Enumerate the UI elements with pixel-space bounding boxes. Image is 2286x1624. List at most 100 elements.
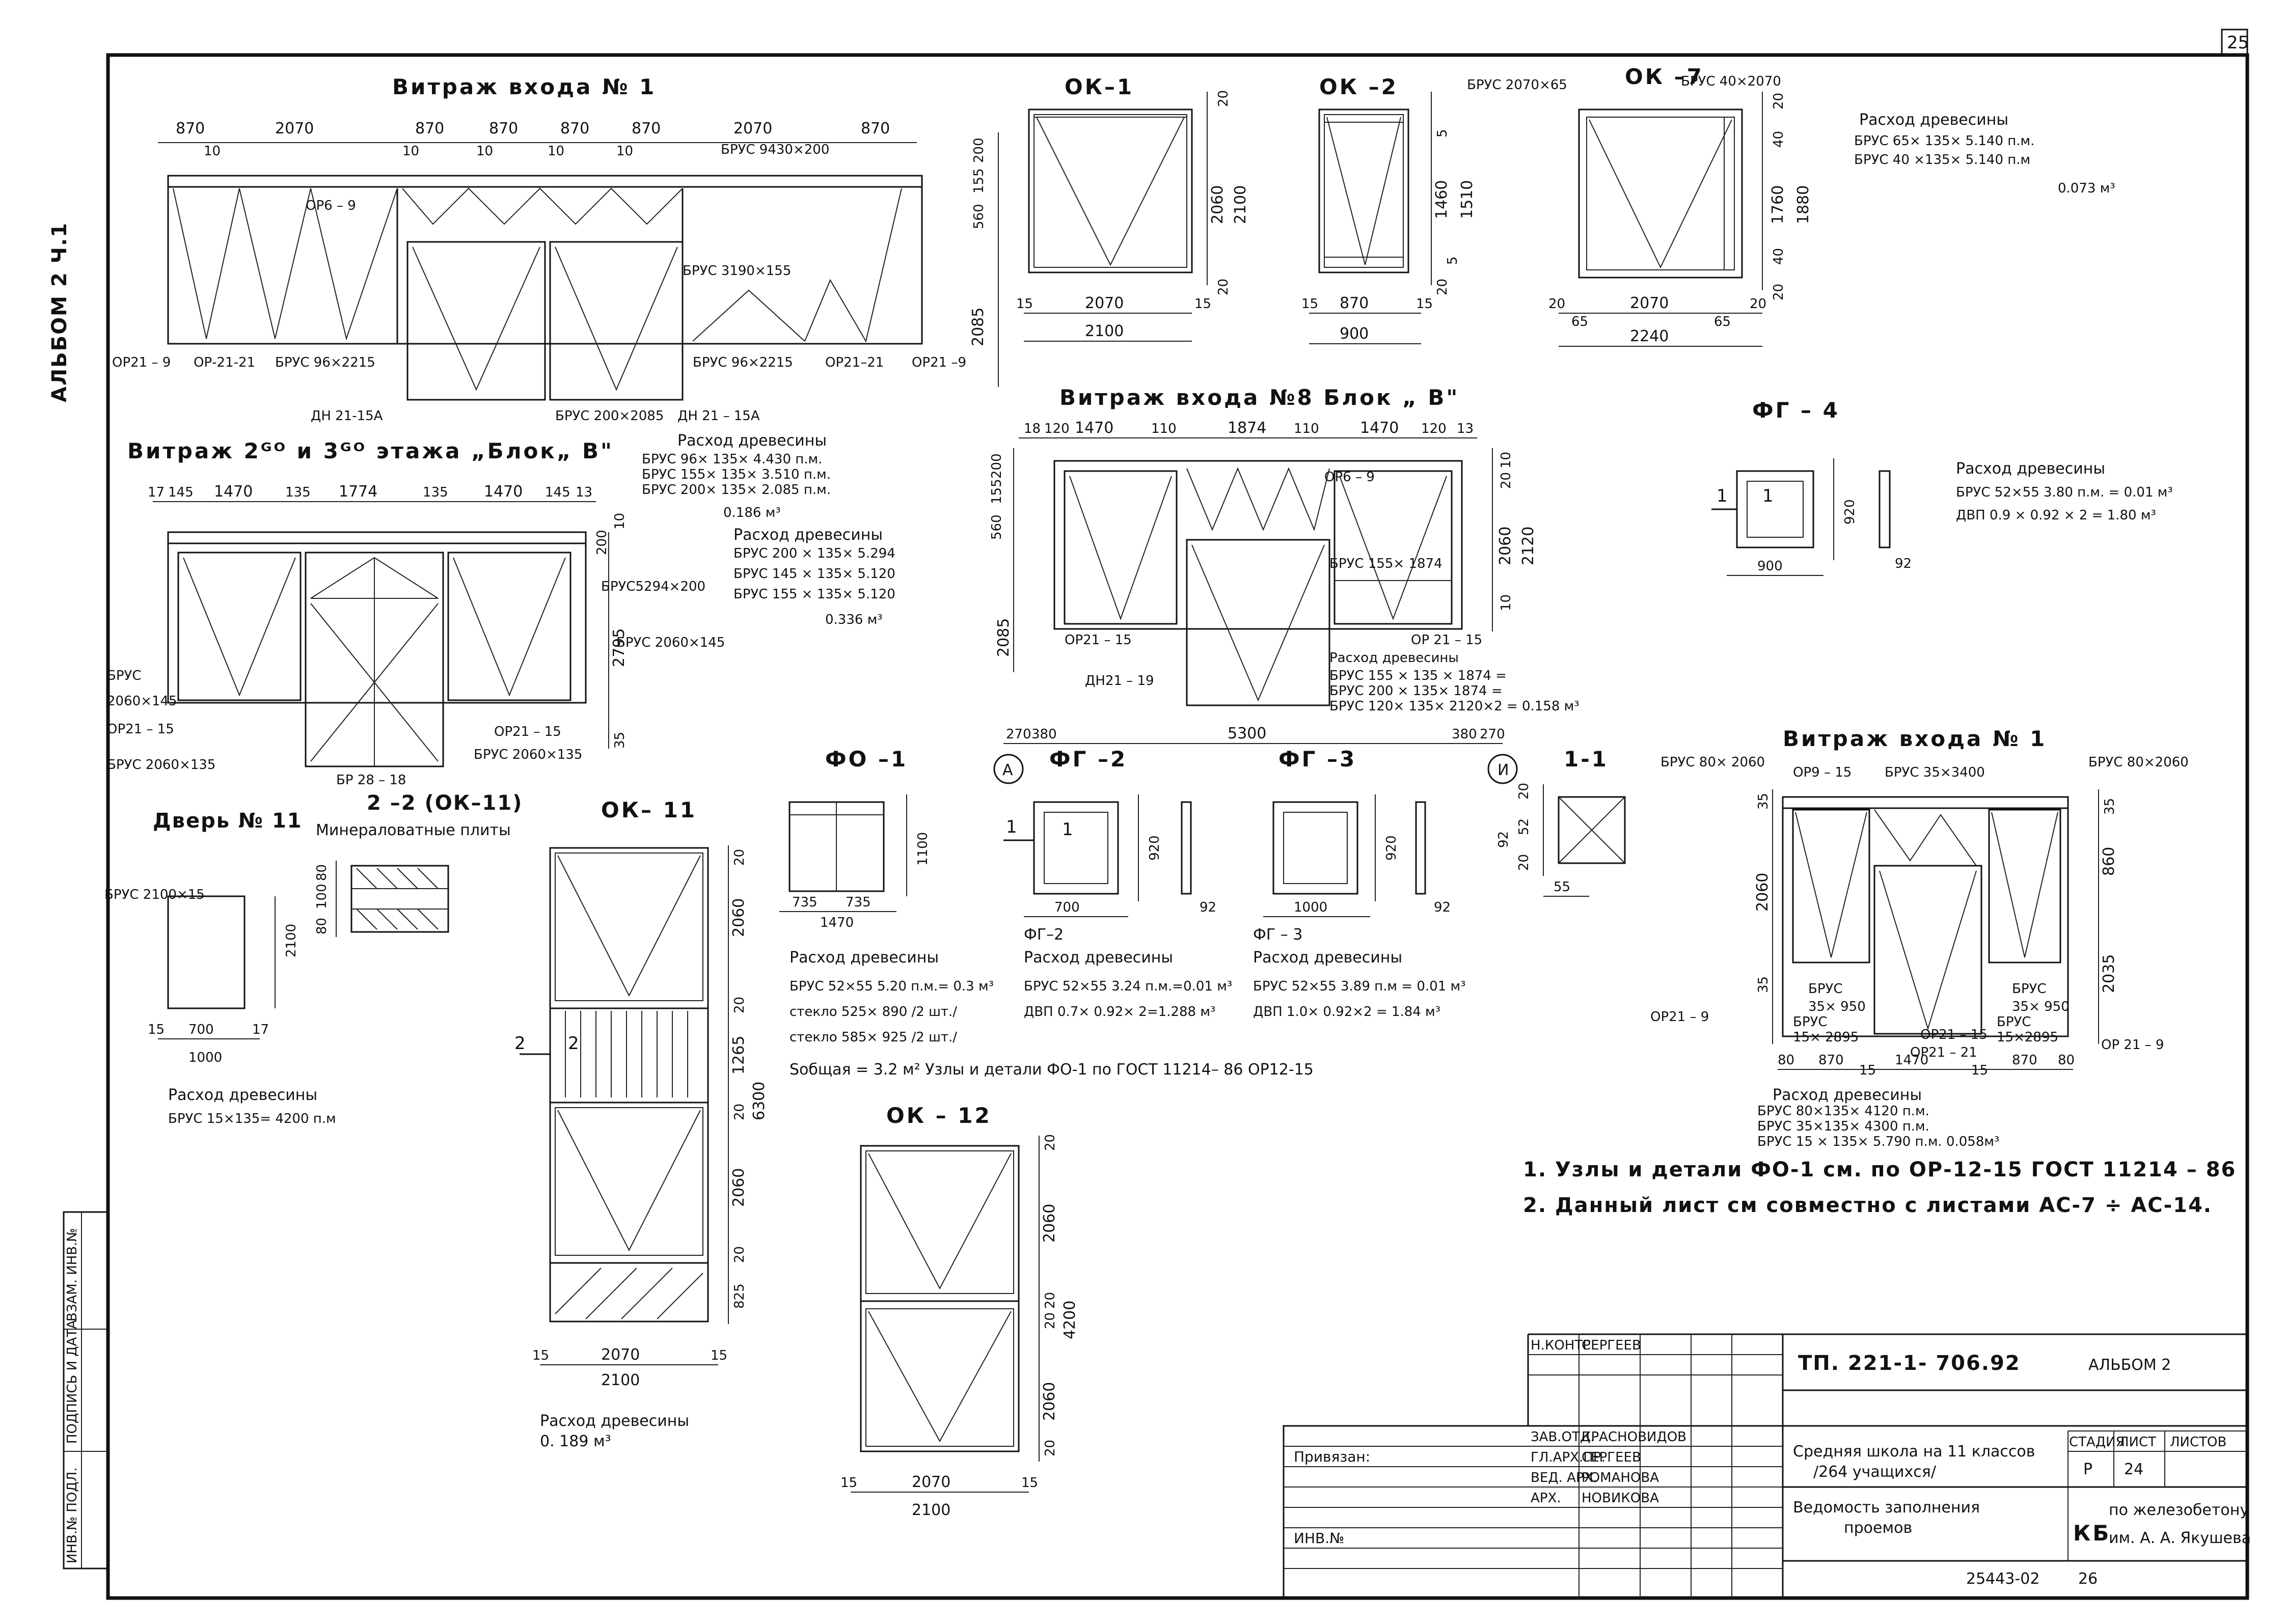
note-1: 1. Узлы и детали ФО-1 см. по ОР-12-15 ГО… <box>1523 1158 2236 1181</box>
label-brus-9430: БРУС 9430×200 <box>721 142 829 157</box>
label-or21-15b: ОР21 – 15 <box>494 724 561 739</box>
dim: 2100 <box>912 1501 950 1519</box>
dim: 80 <box>314 864 330 881</box>
dim: 15 <box>1021 1475 1038 1491</box>
dim: 155 <box>971 168 987 194</box>
fo1-wood-2: стекло 525× 890 /2 шт./ <box>790 1004 957 1020</box>
dim: 870 <box>560 120 589 137</box>
dim: 80 <box>314 918 330 934</box>
dim: 380 <box>1452 727 1477 742</box>
ok-11-cut: 2 <box>568 1033 579 1054</box>
dim: 15 <box>840 1475 857 1491</box>
ok-1-title: ОК–1 <box>1065 74 1134 99</box>
label-brus-40x2070: БРУС 40×2070 <box>1681 74 1781 89</box>
stamp-name-3: РОМАНОВА <box>1582 1470 1659 1485</box>
dim: 2240 <box>1630 327 1669 345</box>
dim: 5300 <box>1228 725 1266 742</box>
dim: 20 <box>732 997 747 1013</box>
ok-11-cut-left: 2 <box>514 1033 526 1054</box>
v1b-wood-3: БРУС 15 × 135× 5.790 п.м. 0.058м³ <box>1757 1134 1999 1149</box>
dim: 20 <box>732 849 747 866</box>
stamp-org-logo: КБ <box>2073 1521 2111 1546</box>
stamp-pupils: /264 учащихся/ <box>1813 1463 1937 1481</box>
dim: 1265 <box>730 1036 748 1075</box>
dim: 6300 <box>750 1082 768 1120</box>
dim: 18 <box>1024 421 1041 436</box>
dim: 1470 <box>1360 419 1399 437</box>
dim: 2070 <box>1630 294 1669 312</box>
label-brus-96b: БРУС 96×2215 <box>693 355 793 370</box>
label-brus-r1: БРУС <box>2012 981 2047 997</box>
dim: 92 <box>1895 556 1912 571</box>
dim: 560 <box>989 514 1004 540</box>
label-brus-80a: БРУС 80× 2060 <box>1661 755 1765 770</box>
dim: 15 <box>1859 1063 1876 1078</box>
dim: 20 <box>1750 296 1766 312</box>
v1-wood-3: БРУС 200× 135× 2.085 п.м. <box>642 482 831 498</box>
v1b-wood-2: БРУС 35×135× 4300 п.м. <box>1757 1119 1929 1134</box>
dim: 15 <box>1194 296 1211 312</box>
dim: 2070 <box>1085 294 1124 312</box>
dim: 2060 <box>730 898 748 937</box>
vitrazh-8-title: Витраж входа №8 Блок „ В" <box>1059 385 1459 410</box>
fg2-wood-title: Расход древесины <box>1024 949 1173 967</box>
ok11-wood-1: 0. 189 м³ <box>540 1433 611 1450</box>
fo1-wood-1: БРУС 52×55 5.20 п.м.= 0.3 м³ <box>790 979 994 994</box>
dim: 135 <box>423 485 448 500</box>
stamp-role-3: ВЕД. АРХ. <box>1531 1470 1597 1485</box>
door-11: Дверь № 11 БРУС 2100×15 2100 15 700 17 1… <box>104 809 336 1126</box>
fg-2-num: 1 <box>1062 819 1073 840</box>
ok7-wood-title: Расход древесины <box>1859 111 2008 129</box>
stamp-role-0: Н.КОНТР. <box>1531 1338 1595 1353</box>
dim: 10 <box>616 144 633 159</box>
dim: 1460 <box>1433 180 1451 219</box>
label-dn21-19: ДН21 – 19 <box>1085 673 1154 689</box>
dim: 15 <box>711 1348 727 1363</box>
dim: 2060 <box>730 1168 748 1207</box>
ok7-wood-total: 0.073 м³ <box>2058 181 2115 196</box>
dim: 5 <box>1435 129 1450 137</box>
dim: 920 <box>1147 835 1162 861</box>
dim: 13 <box>1457 421 1474 436</box>
axis-a: А <box>1002 761 1013 779</box>
label-brus-35: БРУС 35×3400 <box>1885 765 1985 780</box>
dim: 100 <box>314 884 330 909</box>
dim: 920 <box>1842 499 1858 525</box>
dim: 270 <box>1480 727 1505 742</box>
dim: 1874 <box>1228 419 1266 437</box>
sheet-border <box>106 53 2249 1600</box>
dim: 870 <box>632 120 661 137</box>
stamp-role-1: ЗАВ.ОТД. <box>1531 1429 1594 1445</box>
label-or21-15-c: ОР21 – 15 <box>1920 1027 1988 1042</box>
v1-wood-1: БРУС 96× 135× 4.430 п.м. <box>642 452 822 467</box>
dim: 1470 <box>820 915 854 930</box>
ok-11-window: ОК– 11 2 2 20 2060 20 1265 6300 20 2060 … <box>514 797 768 1450</box>
vitrazh-1-elevation: Витраж входа № 1 870 2070 870 870 870 87… <box>112 74 966 520</box>
label-dn21-15a: ДН 21-15А <box>311 408 383 424</box>
label-or6-9: ОР6 – 9 <box>306 198 356 213</box>
dim: 10 <box>1499 452 1514 469</box>
dim: 870 <box>861 120 890 137</box>
dim: 1100 <box>915 832 931 866</box>
dim: 2795 <box>610 628 628 667</box>
dim: 1510 <box>1458 180 1476 219</box>
dim: 20 <box>1043 1292 1058 1309</box>
label-brus-2060-145: БРУС 2060×145 <box>616 635 725 650</box>
v23-wood-title: Расход древесины <box>733 526 883 544</box>
section-2-2: 2 –2 (ОК–11) Минераловатные плиты 80 100… <box>314 791 522 937</box>
v8-wood-3: БРУС 120× 135× 2120×2 = 0.158 м³ <box>1329 699 1580 714</box>
dim: 15 <box>532 1348 549 1363</box>
dim: 20 <box>1216 90 1231 107</box>
label-brus-155-1874: БРУС 155× 1874 <box>1329 556 1443 571</box>
label-brus-80b: БРУС 80×2060 <box>2088 755 2189 770</box>
fg2-wood-2: ДВП 0.7× 0.92× 2=1.288 м³ <box>1024 1004 1215 1020</box>
dim: 35 <box>1756 793 1771 810</box>
dim: 35 <box>612 732 628 749</box>
dim: 1470 <box>484 483 523 501</box>
label-or21-9b-b: ОР 21 – 9 <box>2101 1037 2164 1053</box>
dim: 200 <box>594 530 610 555</box>
dim: 900 <box>1340 325 1369 343</box>
dim: 2100 <box>284 924 299 957</box>
dim: 120 <box>1421 421 1447 436</box>
label-brus-l1: БРУС <box>1808 981 1843 997</box>
